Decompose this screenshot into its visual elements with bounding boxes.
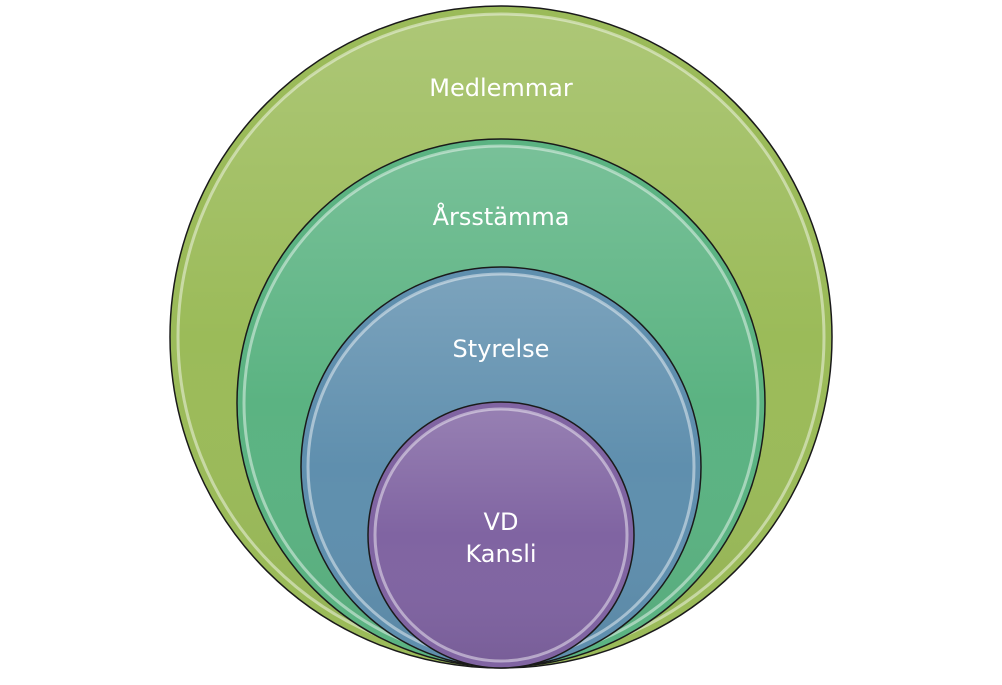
ring-medlemmar-label: Medlemmar [429,74,573,102]
ring-vd-kansli-label-line-1: VD [484,508,519,536]
ring-arsstamma-label: Årsstämma [433,202,570,231]
ring-vd-kansli-label-line-2: Kansli [465,540,536,568]
ring-vd-kansli-bevel [373,407,629,663]
ring-styrelse-label: Styrelse [453,335,550,363]
ring-vd-kansli: VD Kansli [367,401,635,669]
